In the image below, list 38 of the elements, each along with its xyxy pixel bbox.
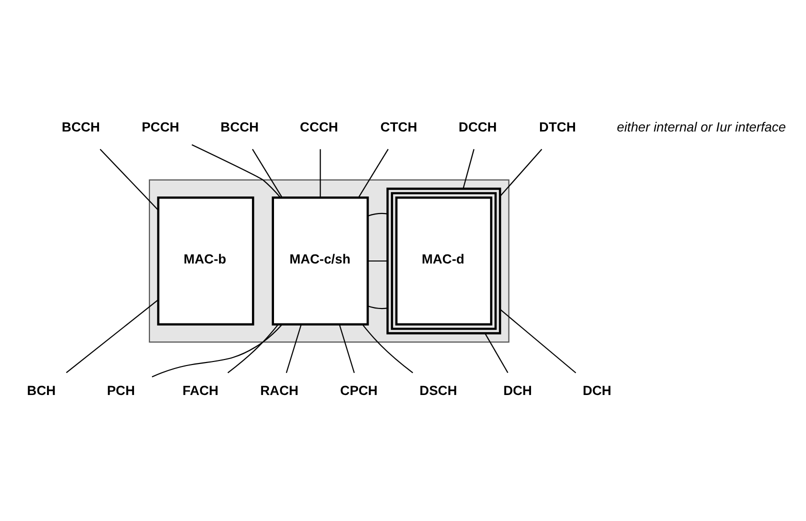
connector	[362, 324, 414, 373]
connector	[368, 305, 388, 309]
node-text: DTCH	[539, 119, 576, 134]
connector	[152, 324, 283, 377]
connector	[228, 324, 279, 373]
node-text: DSCH	[420, 382, 458, 398]
connector	[286, 324, 302, 373]
node-text: DCCH	[458, 119, 497, 134]
connector	[368, 260, 388, 262]
node-text: CPCH	[340, 382, 378, 398]
node-text: PCH	[106, 382, 135, 398]
connector	[462, 148, 474, 188]
node-text: PCCH	[142, 119, 180, 134]
connector	[368, 212, 388, 216]
node-box: MAC-c/sh	[272, 196, 369, 325]
connector	[66, 298, 158, 373]
connector	[500, 308, 576, 373]
connector	[192, 144, 281, 198]
node-box: MAC-d	[386, 187, 502, 334]
connector	[320, 148, 321, 197]
node-text: BCCH	[62, 119, 100, 134]
node-text: FACH	[182, 382, 218, 398]
node-text: DCH	[582, 382, 612, 398]
node-text: CCCH	[300, 119, 338, 134]
connector	[252, 148, 282, 198]
connector	[500, 148, 542, 196]
connector	[100, 148, 158, 210]
node-text: BCH	[27, 382, 56, 398]
cluster	[148, 178, 510, 342]
connector	[338, 324, 355, 373]
node-text: BCCH	[220, 119, 259, 134]
connector	[358, 148, 389, 198]
node-text: CTCH	[380, 119, 418, 134]
connector	[484, 332, 508, 373]
node-text: DCH	[503, 382, 532, 398]
node-text: RACH	[260, 382, 298, 398]
label: either internal or Iur interface	[616, 119, 786, 134]
node-box: MAC-b	[157, 196, 254, 325]
